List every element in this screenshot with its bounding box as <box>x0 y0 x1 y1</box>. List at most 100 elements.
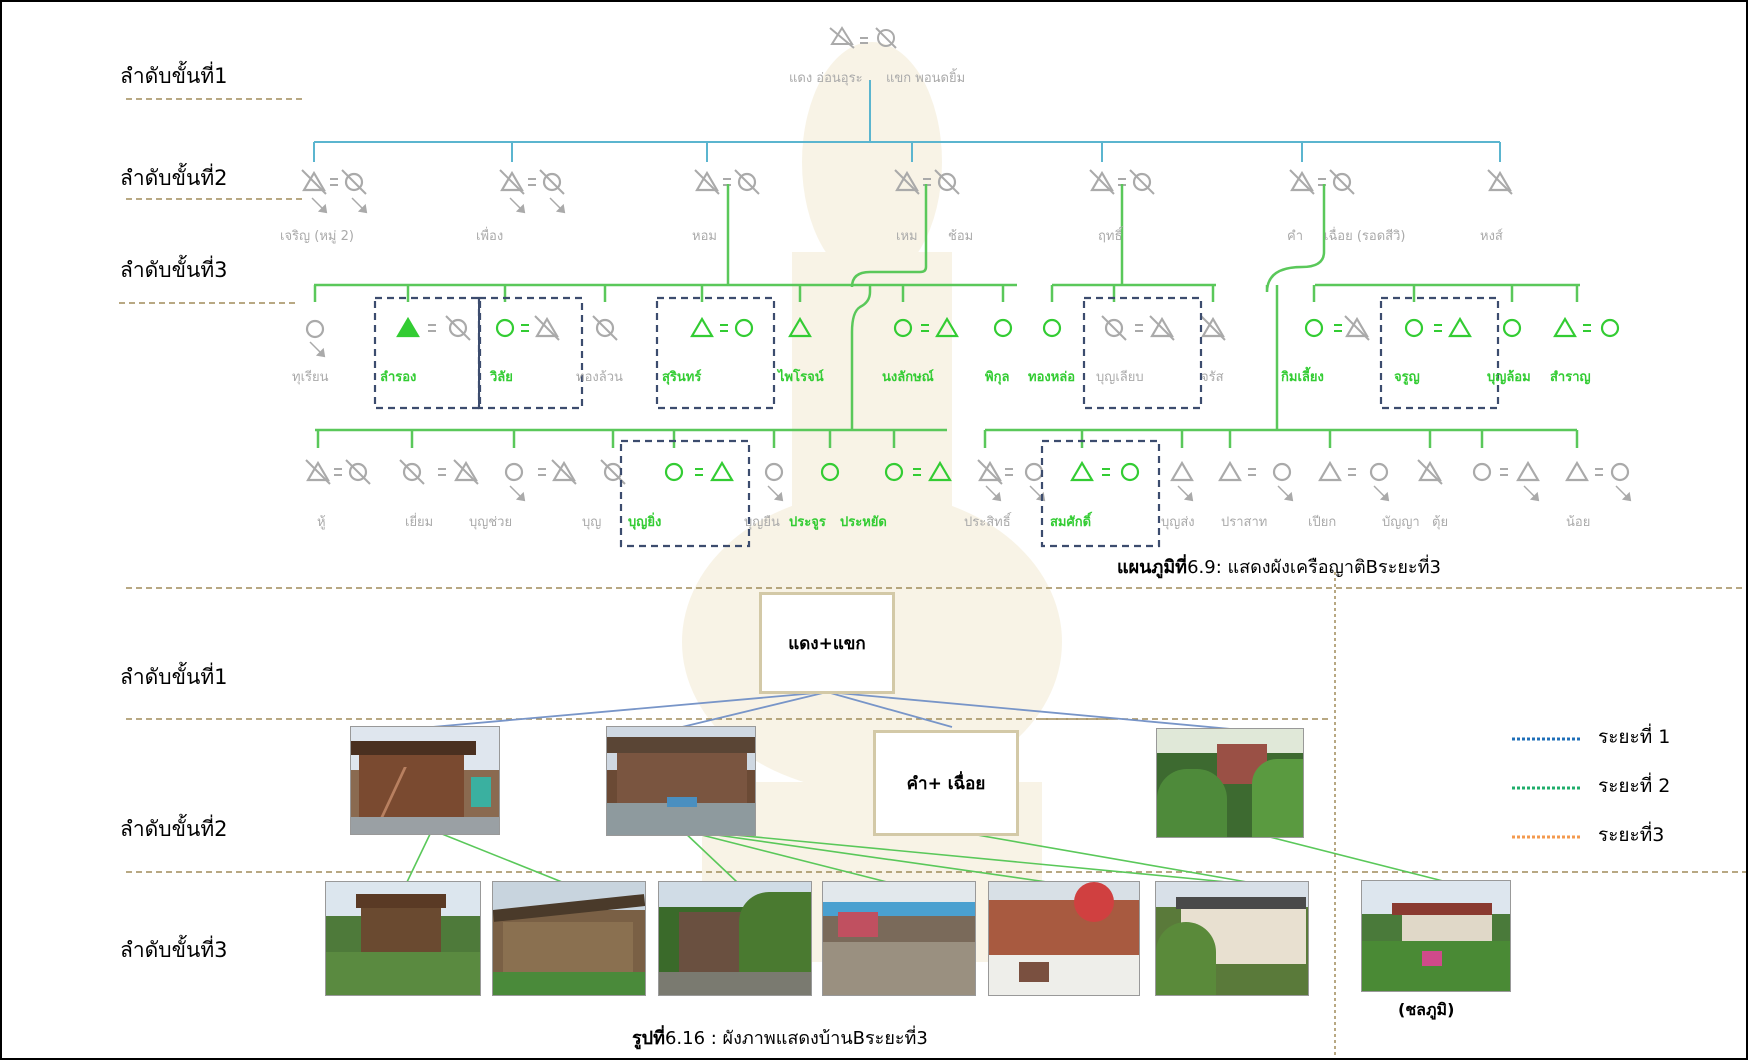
gen2-name: คำ <box>1287 229 1303 244</box>
gen3b-name: บุญส่ง <box>1161 515 1195 530</box>
male-symbol <box>1488 170 1512 192</box>
female-symbol <box>595 318 615 338</box>
female-symbol <box>1304 318 1324 338</box>
house-photo <box>1156 728 1304 838</box>
house-caption-rest: 6.16 : ผังภาพแสดงบ้านBระยะที่3 <box>664 1028 928 1049</box>
level-label-top-2: ลำดับขั้นที่2 <box>120 166 228 190</box>
male-symbol <box>1218 460 1242 482</box>
legend-label-phase-3: ระยะที่3 <box>1598 824 1665 846</box>
gen2-name: หอม <box>692 229 717 244</box>
house-photo <box>988 881 1140 996</box>
gen3a-name: สุรินทร์ <box>662 370 702 385</box>
gen3b-name: สมศักดิ์ <box>1050 515 1092 530</box>
male-symbol <box>535 316 559 338</box>
gen2-name: เหม <box>896 229 918 244</box>
root-husband-name: แดง อ่อนอุระ <box>789 71 863 86</box>
male-symbol <box>978 460 1002 482</box>
house-photo <box>325 881 481 996</box>
male-symbol <box>895 170 919 192</box>
level-label-bottom-3: ลำดับขั้นที่3 <box>120 938 228 962</box>
gen3a-name: ลำรอง <box>380 370 417 385</box>
gen2-name: เฉื่อย (รอดสีวิ) <box>1324 229 1406 244</box>
gen3b-name: เปียก <box>1308 515 1337 530</box>
female-symbol <box>734 318 754 338</box>
female-symbol <box>993 318 1013 338</box>
male-symbol <box>302 170 326 192</box>
gen3b-name: บุญยืน <box>744 515 780 530</box>
kinship-caption: แผนภูมิที่6.9: แสดงผังเครือญาติBระยะที่3 <box>1117 559 1441 577</box>
gen3a-name: จรัส <box>1201 370 1224 385</box>
gen3b-name: ประหยัด <box>840 515 887 530</box>
gen3b-name: เยี่ยม <box>405 515 434 530</box>
male-symbol <box>928 460 952 482</box>
female-symbol <box>1104 318 1124 338</box>
root-couple-box: แดง+แขก <box>759 592 895 694</box>
female-symbol <box>1272 462 1292 482</box>
legend-label-phase-2: ระยะที่ 2 <box>1598 775 1671 797</box>
gen3a-name: จรูญ <box>1394 370 1420 385</box>
house-photo <box>1361 880 1511 992</box>
gen3a-name: ไพโรจน์ <box>778 370 824 385</box>
male-symbol <box>1448 316 1472 338</box>
house-caption-bold: รูปที่ <box>632 1028 665 1049</box>
male-symbol <box>1318 460 1342 482</box>
female-symbol <box>1472 462 1492 482</box>
house-photo <box>492 881 646 996</box>
female-symbol <box>764 462 784 482</box>
gen2-couple-box: คำ+ เฉื่อย <box>873 730 1019 836</box>
female-symbol <box>1042 318 1062 338</box>
house-photo <box>658 881 812 996</box>
gen3a-name: กิมเลี้ยง <box>1281 370 1324 385</box>
female-symbol <box>542 172 562 192</box>
level-label-bottom-2: ลำดับขั้นที่2 <box>120 817 228 841</box>
gen2-name: ช้อม <box>948 229 974 244</box>
female-symbol <box>893 318 913 338</box>
gen3a-name: บุญเลียบ <box>1096 370 1144 385</box>
male-symbol <box>710 460 734 482</box>
female-symbol <box>937 172 957 192</box>
male-symbol <box>306 460 330 482</box>
gen3a-name: นงลักษณ์ <box>882 370 934 385</box>
level-label-top-3: ลำดับขั้นที่3 <box>120 258 228 282</box>
gen3a-name: พิกุล <box>985 370 1010 385</box>
male-symbol <box>396 316 420 338</box>
gen3b-name: ประสิทธิ์ <box>964 515 1011 530</box>
male-symbol <box>500 170 524 192</box>
female-symbol <box>1502 318 1522 338</box>
female-symbol <box>504 462 524 482</box>
gen2-name: เจริญ (หมู่ 2) <box>280 229 354 244</box>
male-symbol <box>1090 170 1114 192</box>
female-symbol <box>1369 462 1389 482</box>
male-symbol <box>788 316 812 338</box>
female-symbol <box>1600 318 1620 338</box>
female-symbol <box>305 319 325 339</box>
level-label-bottom-1: ลำดับขั้นที่1 <box>120 665 228 689</box>
house-photo <box>350 726 500 835</box>
male-symbol <box>1150 316 1174 338</box>
house-photo <box>822 881 976 996</box>
male-symbol <box>1418 460 1442 482</box>
female-symbol <box>448 318 468 338</box>
house-photo <box>1155 881 1309 996</box>
level-label-top-1: ลำดับขั้นที่1 <box>120 64 228 88</box>
female-symbol <box>884 462 904 482</box>
female-symbol <box>1610 462 1630 482</box>
female-symbol <box>344 172 364 192</box>
male-symbol <box>695 170 719 192</box>
gen3b-name: บุญช่วย <box>469 515 513 530</box>
side-note: (ชลภูมิ) <box>1398 1000 1455 1019</box>
gen3b-name: ประจูร <box>789 515 826 530</box>
female-symbol <box>348 462 368 482</box>
root-wife-name: แขก พอนดยิ้ม <box>886 71 966 86</box>
female-symbol <box>820 462 840 482</box>
house-photo <box>606 726 756 836</box>
male-symbol <box>1290 170 1314 192</box>
gen3a-name: วิลัย <box>490 370 513 385</box>
female-symbol <box>1120 462 1140 482</box>
gen3a-name: บุญล้อม <box>1487 370 1531 385</box>
house-caption: รูปที่6.16 : ผังภาพแสดงบ้านBระยะที่3 <box>632 1030 928 1048</box>
male-symbol <box>454 460 478 482</box>
female-symbol <box>1132 172 1152 192</box>
